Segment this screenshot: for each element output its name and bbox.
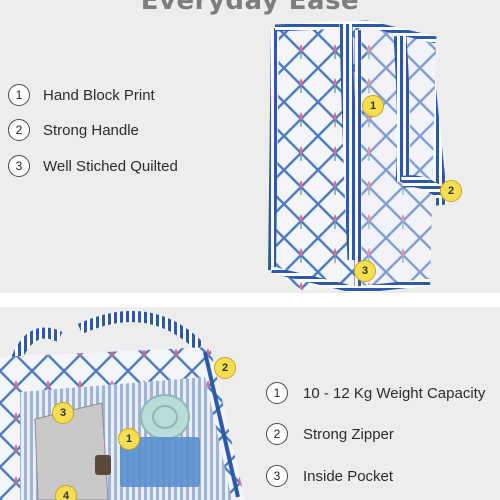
feature-weight-capacity: 1 10 - 12 Kg Weight Capacity (266, 382, 485, 404)
feature-label: Strong Handle (43, 121, 139, 139)
callout-badge: 3 (52, 402, 74, 424)
callout-badge: 4 (55, 485, 77, 500)
callout-badge: 2 (214, 357, 236, 379)
feature-inside-pocket: 3 Inside Pocket (266, 465, 393, 487)
feature-number: 3 (266, 465, 288, 487)
feature-number: 1 (266, 382, 288, 404)
feature-strong-handle: 2 Strong Handle (8, 119, 139, 141)
feature-number: 3 (8, 155, 30, 177)
bottom-panel: 1 2 3 4 1 10 - 12 Kg Weight Capacity 2 S… (0, 307, 500, 500)
feature-number: 2 (266, 423, 288, 445)
callout-badge: 1 (362, 95, 384, 117)
feature-number: 2 (8, 119, 30, 141)
feature-number: 1 (8, 84, 30, 106)
callout-badge: 2 (440, 180, 462, 202)
tote-bag-image (268, 20, 448, 293)
top-panel: Everyday Ease 1 Hand Block Print 2 Stron… (0, 0, 500, 293)
feature-label: 10 - 12 Kg Weight Capacity (303, 384, 486, 402)
feature-hand-block-print: 1 Hand Block Print (8, 84, 155, 106)
feature-strong-zipper: 2 Strong Zipper (266, 423, 394, 445)
callout-badge: 3 (354, 260, 376, 282)
feature-label: Well Stiched Quilted (43, 157, 178, 175)
feature-label: Hand Block Print (43, 86, 155, 104)
feature-label: Strong Zipper (303, 425, 394, 443)
feature-label: Inside Pocket (303, 467, 394, 485)
open-bag-image (0, 311, 245, 500)
feature-quilted: 3 Well Stiched Quilted (8, 155, 178, 177)
headline: Everyday Ease (140, 0, 360, 16)
callout-badge: 1 (118, 428, 140, 450)
